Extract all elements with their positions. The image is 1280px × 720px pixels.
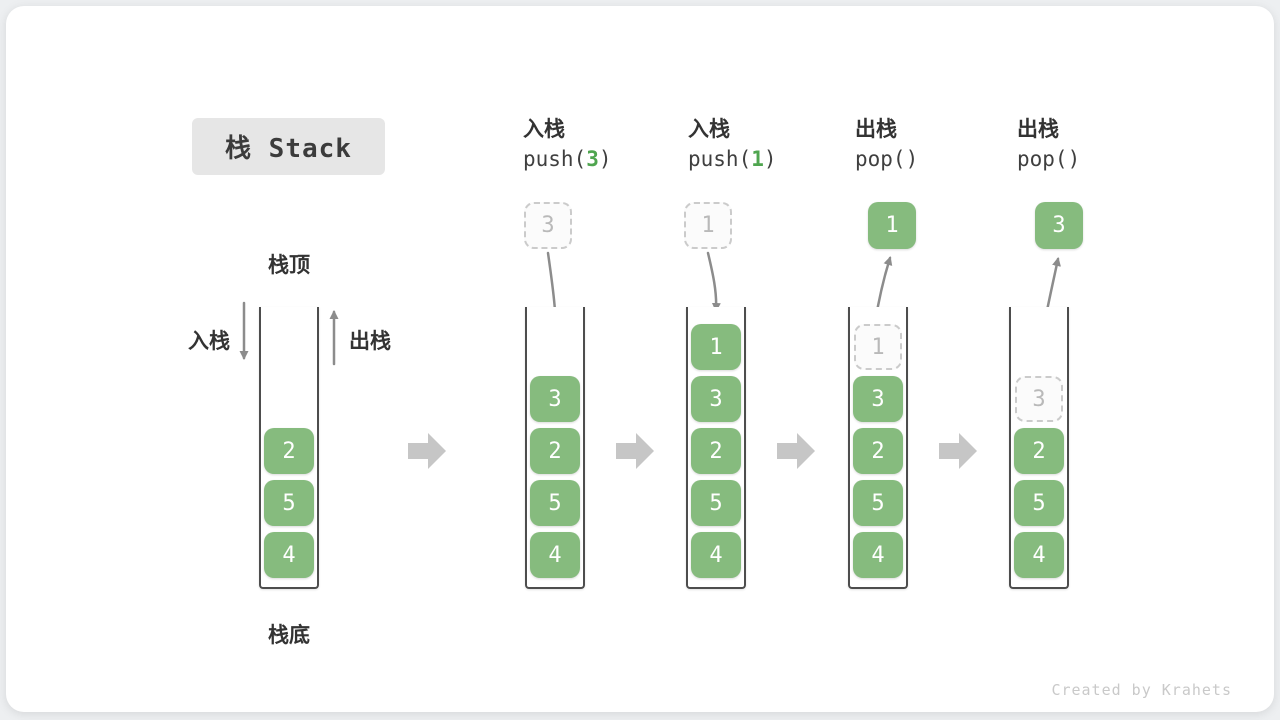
flow-arrow-icon-3	[777, 433, 815, 469]
arrows-overlay	[239, 251, 1061, 469]
stack-cell: 5	[530, 480, 580, 526]
stack-cell: 3	[853, 376, 903, 422]
push-1-curve-arrow-icon	[706, 251, 721, 312]
stack-cell: 4	[691, 532, 741, 578]
stack-ghost-cell: 3	[1015, 376, 1063, 422]
code-arg: 1	[751, 147, 764, 171]
stack-cell: 5	[853, 480, 903, 526]
stack-after-push-3: 3 2 5 4	[525, 307, 585, 589]
incoming-value-box-3: 3	[524, 202, 572, 249]
op-label-push-3: 入栈	[523, 118, 565, 141]
code-arg: 3	[586, 147, 599, 171]
stack-after-pop-3: 3 2 5 4	[1009, 307, 1069, 589]
popped-value-box-3: 3	[1035, 202, 1083, 249]
flow-arrow-icon-1	[408, 433, 446, 469]
stack-cell: 3	[530, 376, 580, 422]
flow-arrow-icon-2	[616, 433, 654, 469]
op-code-push-3: push(3)	[523, 147, 612, 171]
stack-after-push-1: 1 3 2 5 4	[686, 307, 746, 589]
popped-value-box-1: 1	[868, 202, 916, 249]
stack-cell: 5	[691, 480, 741, 526]
code-text: )	[598, 147, 612, 171]
stack-cell: 2	[691, 428, 741, 474]
op-label-pop-1: 出栈	[855, 118, 897, 141]
code-text: pop()	[855, 147, 919, 171]
watermark: Created by Krahets	[1051, 681, 1232, 699]
op-code-pop-3: pop()	[1017, 147, 1080, 171]
op-label-pop-3: 出栈	[1017, 118, 1059, 141]
push-in-label: 入栈	[188, 330, 230, 353]
stack-after-pop-1: 1 3 2 5 4	[848, 307, 908, 589]
stack-cell: 2	[530, 428, 580, 474]
stack-ghost-cell: 1	[854, 324, 902, 370]
op-label-push-1: 入栈	[688, 118, 730, 141]
code-text: pop()	[1017, 147, 1081, 171]
flow-arrow-icon-4	[939, 433, 977, 469]
op-code-push-1: push(1)	[688, 147, 777, 171]
title-badge: 栈 Stack	[192, 118, 385, 175]
stack-cell: 4	[264, 532, 314, 578]
stack-cell: 2	[264, 428, 314, 474]
diagram-card: 栈 Stack 栈顶 栈底 入栈 出栈 入栈 push(3) 入栈 push(1…	[6, 6, 1274, 712]
incoming-value-box-1: 1	[684, 202, 732, 249]
code-text: push(	[688, 147, 752, 171]
stack-bottom-label: 栈底	[268, 624, 310, 647]
code-text: )	[763, 147, 777, 171]
pop-out-label: 出栈	[349, 330, 391, 353]
stack-cell: 5	[264, 480, 314, 526]
stack-cell: 1	[691, 324, 741, 370]
stack-top-label: 栈顶	[268, 254, 310, 277]
stack-cell: 4	[1014, 532, 1064, 578]
stack-cell: 4	[853, 532, 903, 578]
stack-cell: 4	[530, 532, 580, 578]
stack-cell: 2	[1014, 428, 1064, 474]
stack-cell: 5	[1014, 480, 1064, 526]
op-code-pop-1: pop()	[855, 147, 918, 171]
stack-initial: 2 5 4	[259, 307, 319, 589]
stack-cell: 2	[853, 428, 903, 474]
code-text: push(	[523, 147, 587, 171]
stack-cell: 3	[691, 376, 741, 422]
